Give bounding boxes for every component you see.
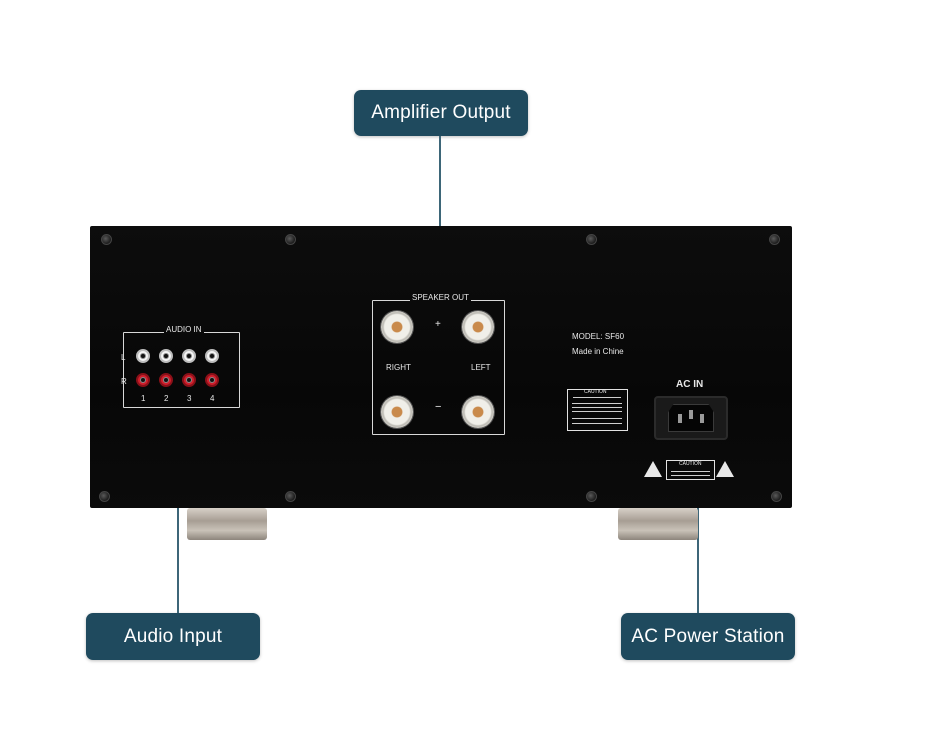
audio-input-label: Audio Input: [123, 625, 223, 647]
screw: [285, 234, 296, 245]
sticker-line: [671, 475, 710, 476]
right-foot: [618, 508, 698, 540]
caution-top-label: CAUTION: [584, 389, 607, 395]
rca-jack-left-2[interactable]: [159, 349, 173, 363]
ac-pin: [678, 414, 682, 423]
caution-bottom-sticker: [666, 460, 715, 480]
binding-post-right-negative[interactable]: [381, 396, 413, 428]
ac-socket-inlet: [668, 404, 714, 432]
audio-input-callout: Audio Input: [86, 613, 260, 660]
ac-power-callout: AC Power Station: [621, 613, 795, 660]
rca-jack-right-2[interactable]: [159, 373, 173, 387]
ac-in-label: AC IN: [676, 379, 704, 390]
plus-symbol: +: [435, 319, 441, 330]
speaker-right-label: RIGHT: [386, 363, 411, 372]
screw: [586, 234, 597, 245]
origin-label: Made in Chine: [572, 347, 624, 356]
input-number-2: 2: [164, 394, 169, 403]
speaker-left-label: LEFT: [471, 363, 491, 372]
warning-triangle-icon: [716, 461, 734, 477]
sticker-line: [572, 418, 622, 419]
screw: [99, 491, 110, 502]
screw: [771, 491, 782, 502]
binding-post-left-positive[interactable]: [462, 311, 494, 343]
rca-jack-left-1[interactable]: [136, 349, 150, 363]
warning-triangle-icon: [644, 461, 662, 477]
sticker-line: [573, 397, 621, 398]
ac-power-socket[interactable]: [654, 396, 728, 440]
screw: [285, 491, 296, 502]
rca-jack-left-4[interactable]: [205, 349, 219, 363]
speaker-out-title: SPEAKER OUT: [410, 293, 471, 302]
ac-pin: [689, 410, 693, 419]
ac-power-leader: [697, 410, 699, 613]
model-label: MODEL: SF60: [572, 332, 625, 341]
sticker-line: [572, 407, 622, 408]
sticker-line: [572, 423, 622, 424]
caution-sticker: [567, 389, 628, 431]
sticker-line: [671, 471, 710, 472]
amplifier-output-callout: Amplifier Output: [354, 90, 528, 136]
binding-post-right-positive[interactable]: [381, 311, 413, 343]
screw: [769, 234, 780, 245]
ac-power-label: AC Power Station: [631, 625, 785, 647]
caution-bottom-label: CAUTION: [679, 461, 702, 467]
rca-jack-right-3[interactable]: [182, 373, 196, 387]
rca-jack-left-3[interactable]: [182, 349, 196, 363]
binding-post-left-negative[interactable]: [462, 396, 494, 428]
left-foot: [187, 508, 267, 540]
input-number-4: 4: [210, 394, 215, 403]
channel-left-label: L: [121, 353, 126, 362]
input-number-3: 3: [187, 394, 192, 403]
input-number-1: 1: [141, 394, 146, 403]
ac-pin: [700, 414, 704, 423]
amplifier-output-label: Amplifier Output: [371, 102, 511, 123]
sticker-line: [572, 411, 622, 412]
sticker-line: [572, 403, 622, 404]
minus-symbol: −: [435, 401, 442, 413]
screw: [586, 491, 597, 502]
audio-in-title: AUDIO IN: [164, 325, 204, 334]
channel-right-label: R: [121, 377, 127, 386]
screw: [101, 234, 112, 245]
rca-jack-right-1[interactable]: [136, 373, 150, 387]
rca-jack-right-4[interactable]: [205, 373, 219, 387]
amplifier-rear-panel: AUDIO IN L R 1 2 3 4 SPEAKER OUT RIGHT L…: [90, 226, 792, 508]
